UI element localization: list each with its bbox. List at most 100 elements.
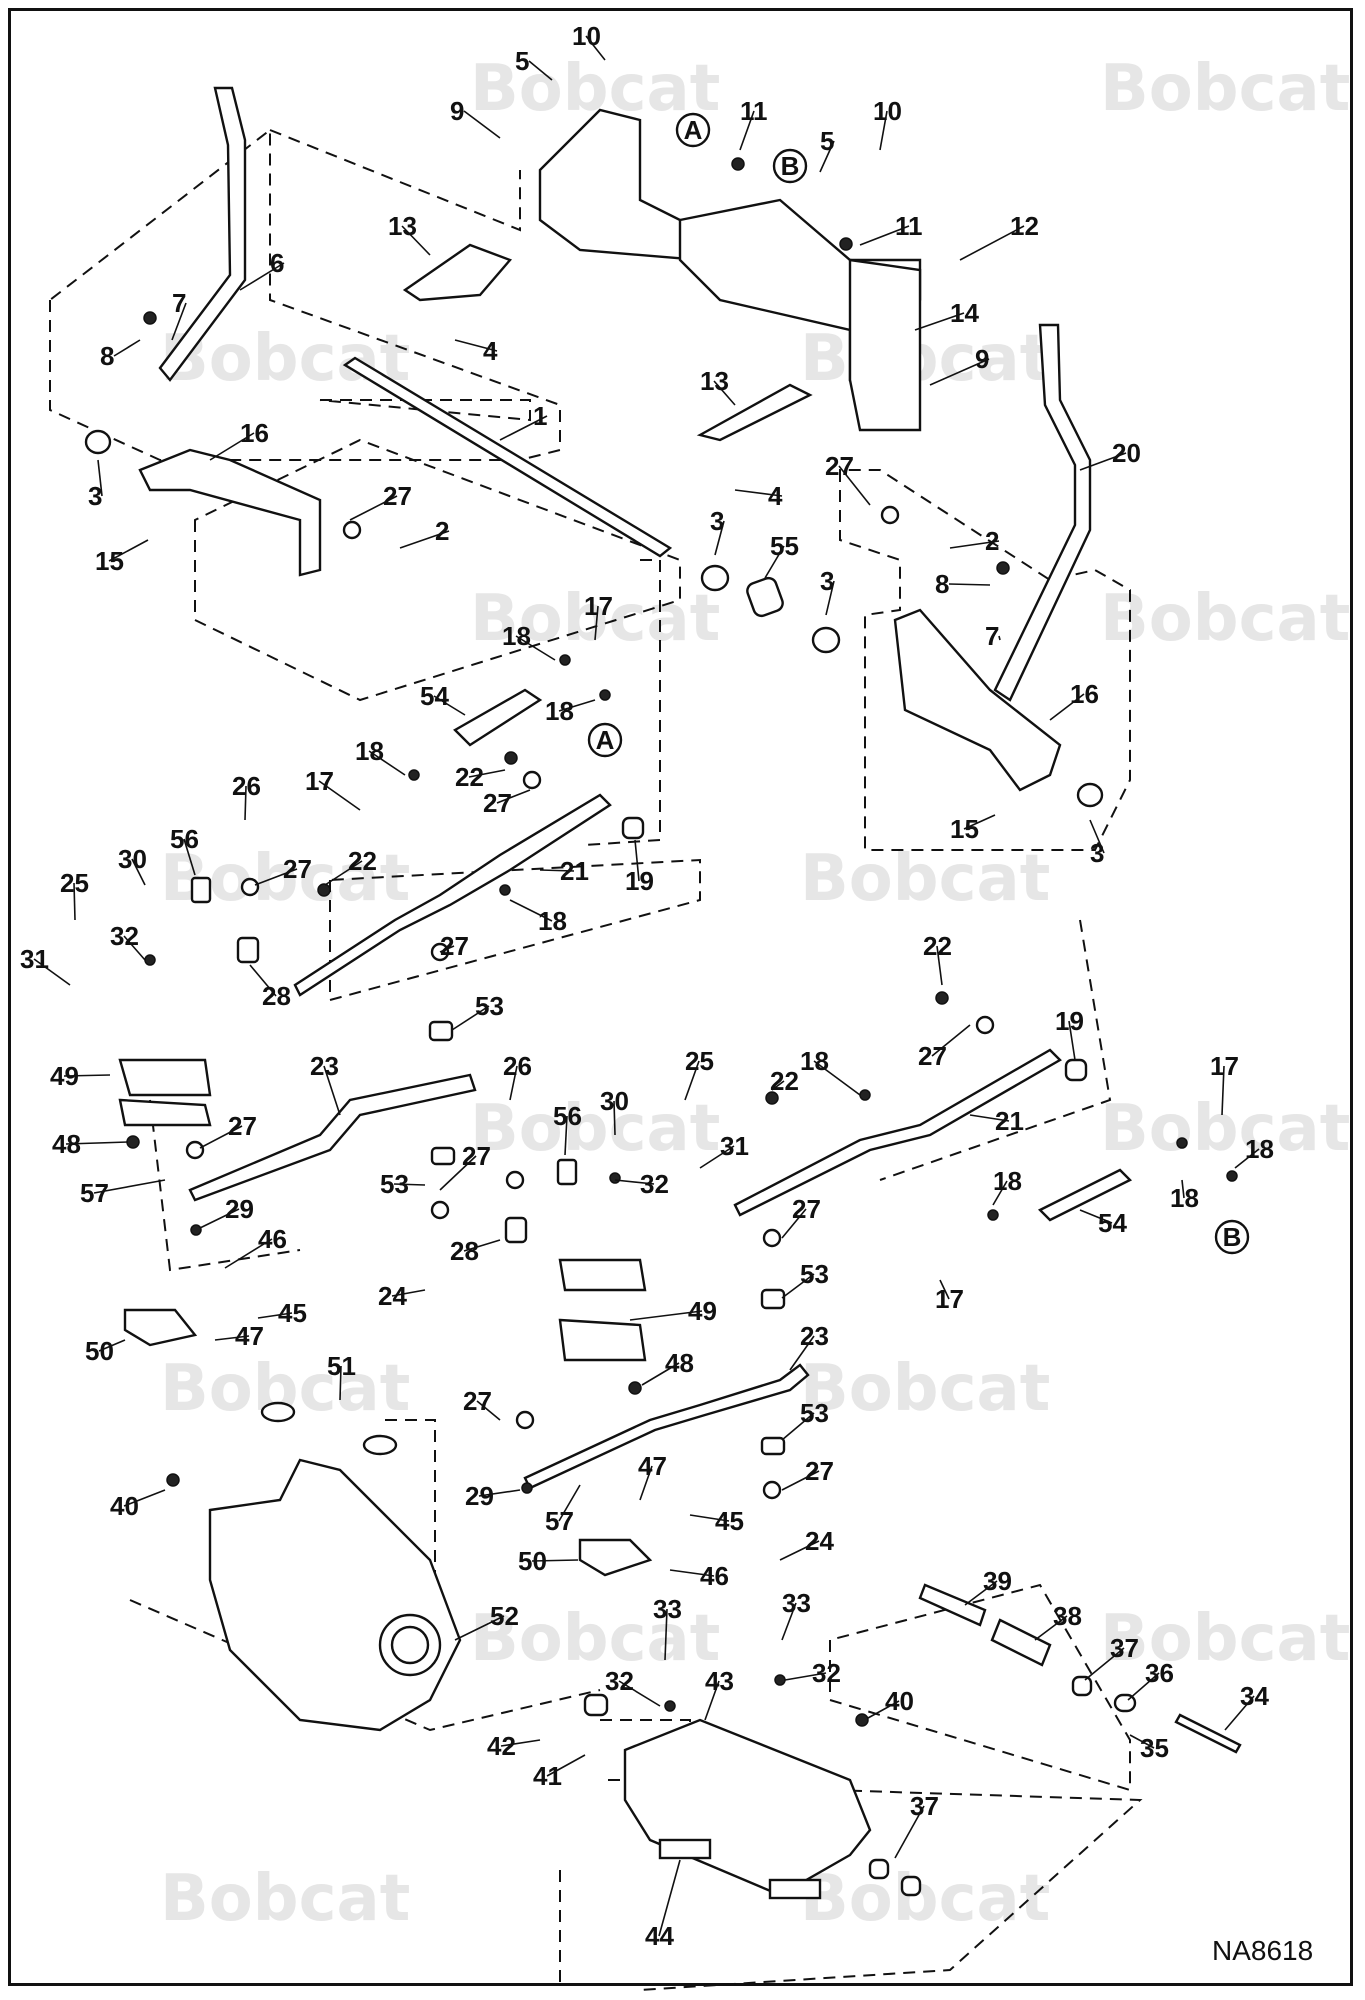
plate-49-upper-top <box>118 1058 212 1097</box>
nut-48-a <box>126 1135 140 1149</box>
leader-line <box>771 1080 785 1091</box>
callout-label: 8 <box>100 341 114 371</box>
leader-line <box>781 1273 815 1299</box>
leader-line <box>454 1615 505 1641</box>
spacer-56-a <box>190 876 212 904</box>
leader-line <box>98 1339 126 1352</box>
leader-line <box>131 858 146 886</box>
block-50-lower <box>578 1538 653 1577</box>
callout-label: 51 <box>327 1351 356 1381</box>
callout-label: 5 <box>515 46 529 76</box>
bushing-53-a <box>428 1020 454 1042</box>
bushing-19-a <box>621 816 645 840</box>
damper-54-lower <box>1037 1168 1133 1222</box>
nut-18-a <box>559 654 571 666</box>
callout-label: 3 <box>820 566 834 596</box>
leader-line <box>391 1289 426 1297</box>
callout-label: 3 <box>1090 838 1104 868</box>
callout-label: 6 <box>270 248 284 278</box>
leader-line <box>1079 452 1127 471</box>
callout-label: 3 <box>710 506 724 536</box>
leader-line <box>948 583 991 586</box>
watermark-text: Bobcat <box>470 1602 720 1676</box>
callout-label: 18 <box>355 736 384 766</box>
bushing-53-b <box>430 1146 456 1166</box>
callout-label: 47 <box>235 1321 264 1351</box>
callout-label: 26 <box>503 1051 532 1081</box>
callout-label: 7 <box>172 288 186 318</box>
callout-label: 50 <box>518 1546 547 1576</box>
leader-line <box>73 882 76 921</box>
callout-label: 55 <box>770 531 799 561</box>
leader-line <box>1127 1672 1160 1701</box>
leader-line <box>713 380 736 406</box>
nut-11-b <box>839 237 853 251</box>
leader-line <box>1034 1615 1068 1641</box>
leader-line <box>123 1489 166 1507</box>
leader-line <box>585 35 606 61</box>
leader-line <box>1224 1695 1255 1731</box>
nut-18-d <box>499 884 511 896</box>
leader-line <box>613 1100 616 1136</box>
callout-label: 10 <box>572 21 601 51</box>
callout-label: 44 <box>645 1921 674 1951</box>
callout-label: 22 <box>923 931 952 961</box>
leader-line <box>199 1125 243 1149</box>
leader-line <box>825 580 835 616</box>
callout-label: 13 <box>700 366 729 396</box>
link-rod-23-upper <box>188 1073 477 1202</box>
reference-letter: B <box>1223 1222 1242 1252</box>
leader-line <box>992 1180 1008 1206</box>
nut-48-b <box>628 1381 642 1395</box>
nut-18-c <box>408 769 420 781</box>
leader-line <box>963 814 996 830</box>
callout-label: 49 <box>688 1296 717 1326</box>
callout-label: 4 <box>483 336 498 366</box>
leader-line <box>949 540 1000 549</box>
callout-label: 37 <box>910 1791 939 1821</box>
callout-label: 53 <box>800 1398 829 1428</box>
callout-label: 27 <box>825 451 854 481</box>
pivot-assembly-left <box>138 448 322 577</box>
ref-circle-b-mid <box>1214 1219 1250 1255</box>
bushing-3-center <box>700 564 730 592</box>
nut-22-a <box>504 751 518 765</box>
bushing-19-b <box>1064 1058 1088 1082</box>
nut-22-c <box>935 991 949 1005</box>
pad-44-b <box>768 1878 822 1900</box>
leader-line <box>254 868 298 886</box>
nut-40-b <box>855 1713 869 1727</box>
callout-label: 53 <box>380 1169 409 1199</box>
washer-27-f <box>240 877 260 897</box>
callout-label: 9 <box>975 344 989 374</box>
parts-layer <box>84 86 1242 1900</box>
leader-line <box>65 1141 129 1145</box>
hardware-layer <box>126 157 1238 1897</box>
watermark-text: Bobcat <box>470 582 720 656</box>
callout-label: 21 <box>995 1106 1024 1136</box>
washer-27-j <box>762 1228 782 1248</box>
leader-line <box>789 1335 815 1371</box>
pad-44-a <box>658 1838 712 1860</box>
callout-label: 32 <box>812 1658 841 1688</box>
callout-label: 27 <box>792 1194 821 1224</box>
callout-label: 11 <box>895 211 923 241</box>
leader-line <box>739 110 755 151</box>
washer-32-c <box>664 1700 676 1712</box>
leader-line <box>539 869 575 872</box>
watermark-text: Bobcat <box>160 1862 410 1936</box>
reference-markers <box>587 112 1250 1255</box>
callout-label: 26 <box>232 771 261 801</box>
callout-label: 18 <box>1245 1134 1274 1164</box>
callout-label: 27 <box>462 1141 491 1171</box>
leader-line <box>931 1024 971 1057</box>
watermark-text: Bobcat <box>1100 52 1350 126</box>
bushing-28-a <box>236 936 260 964</box>
leader-line <box>699 1145 735 1169</box>
mount-plate-right <box>848 258 922 432</box>
rod-34 <box>1174 1713 1242 1754</box>
grommet-51-b <box>362 1434 398 1456</box>
leader-line <box>257 1312 293 1319</box>
